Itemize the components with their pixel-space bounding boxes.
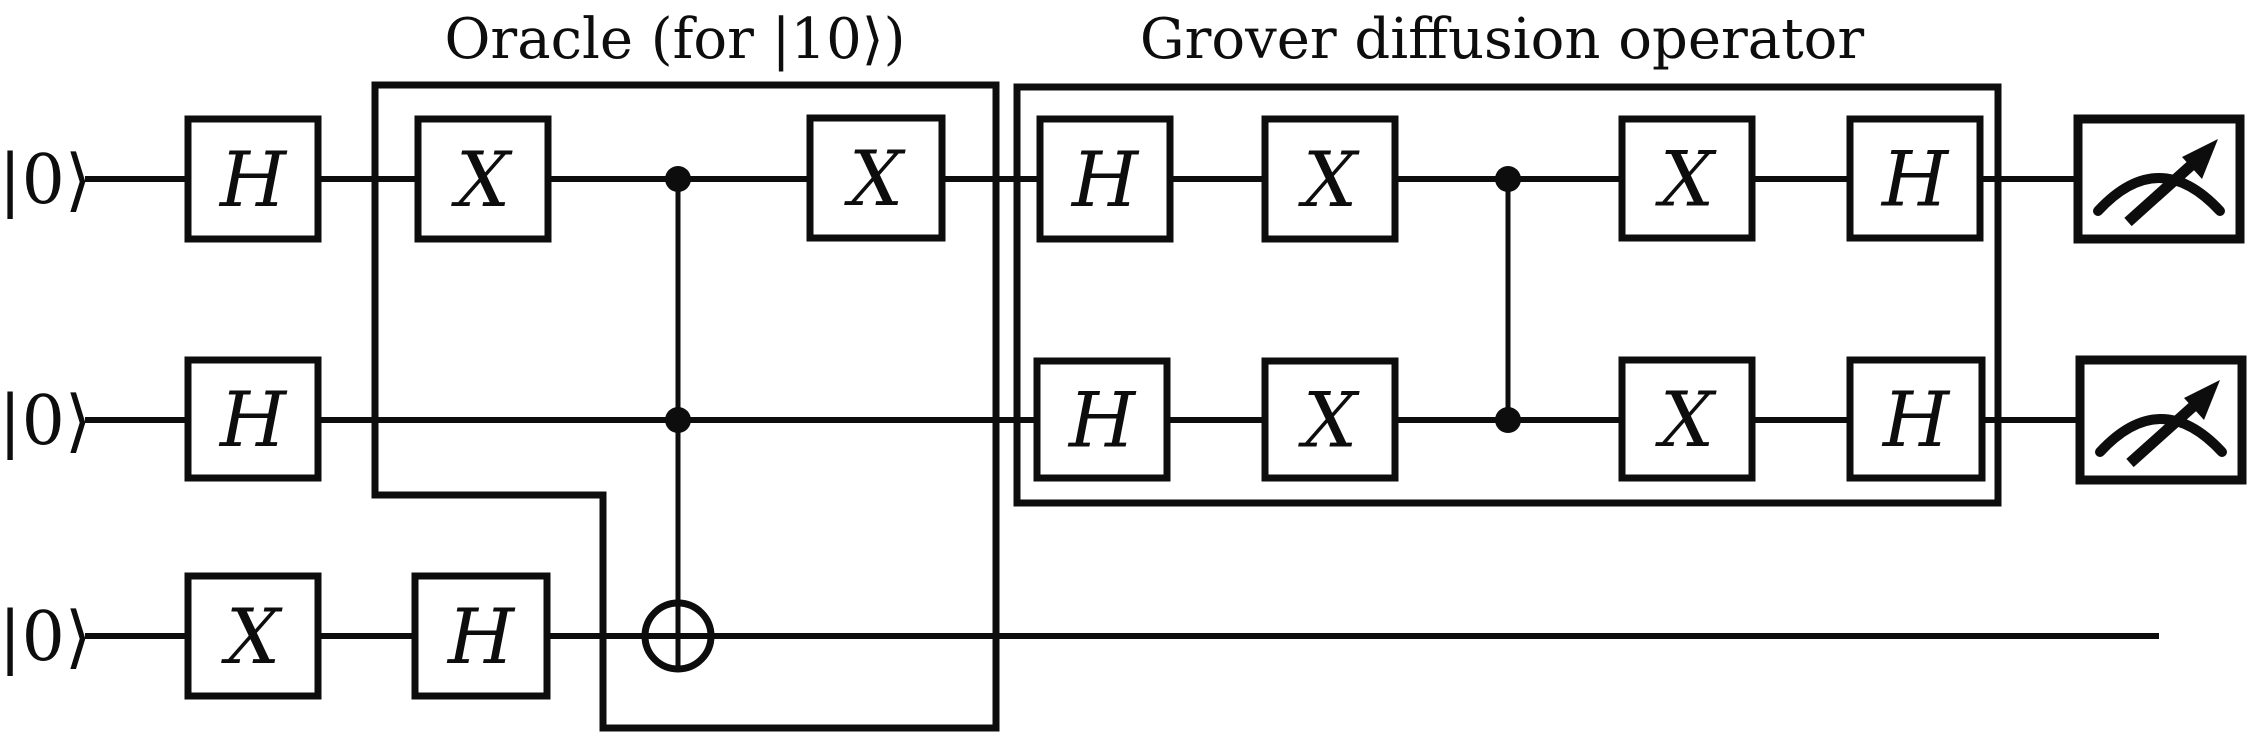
gate-X-label: X — [844, 134, 906, 223]
gate-H-label: H — [446, 592, 516, 681]
meter-gauge-icon — [2095, 414, 2227, 457]
control-dot — [665, 166, 691, 192]
gate-X-label: X — [1298, 376, 1360, 465]
gate-H-label: H — [218, 375, 288, 464]
gate-X-box — [1618, 115, 1756, 242]
gate-H-box — [411, 572, 551, 700]
ket-label: |0⟩ — [0, 382, 91, 461]
oracle-box — [371, 81, 1000, 732]
control-dot — [665, 407, 691, 433]
gate-H-label: H — [1880, 135, 1950, 224]
gate-H-label: H — [1881, 375, 1951, 464]
gate-H-box — [1846, 115, 1984, 242]
meter-needle-icon — [2124, 156, 2200, 227]
gate-X-box — [1618, 356, 1756, 482]
gate-X-label: X — [1655, 375, 1717, 464]
gate-X-label: X — [221, 592, 283, 681]
meter-gauge-icon — [2093, 173, 2225, 216]
gate-X-box — [1261, 115, 1399, 243]
control-dot — [1495, 407, 1521, 433]
meter-needle-icon — [2126, 397, 2202, 468]
diffusion-title: Grover diffusion operator — [1140, 7, 1864, 72]
gate-H-box — [184, 356, 322, 482]
diffusion-box — [1013, 83, 2002, 507]
gate-X-label: X — [1655, 135, 1717, 224]
gate-H-box — [1033, 357, 1171, 482]
meter-needle-arrowhead — [2182, 139, 2218, 179]
gate-H-label: H — [218, 135, 288, 224]
gate-H-box — [1846, 356, 1986, 482]
gate-X-box — [184, 572, 322, 700]
meter-needle-arrowhead — [2184, 380, 2220, 420]
gate-H-box — [1036, 115, 1174, 243]
control-dot — [1495, 166, 1521, 192]
gate-H-box — [184, 115, 322, 243]
gate-H-label: H — [1070, 135, 1140, 224]
ket-label: |0⟩ — [0, 598, 91, 677]
oracle-title: Oracle (for |10⟩) — [445, 7, 906, 72]
ket-label: |0⟩ — [0, 141, 91, 220]
gate-H-label: H — [1067, 376, 1137, 465]
gate-X-label: X — [1298, 135, 1360, 224]
gate-X-box — [414, 115, 552, 243]
gate-X-box — [1261, 357, 1399, 482]
gate-X-label: X — [451, 135, 513, 224]
gate-X-box — [806, 114, 946, 242]
